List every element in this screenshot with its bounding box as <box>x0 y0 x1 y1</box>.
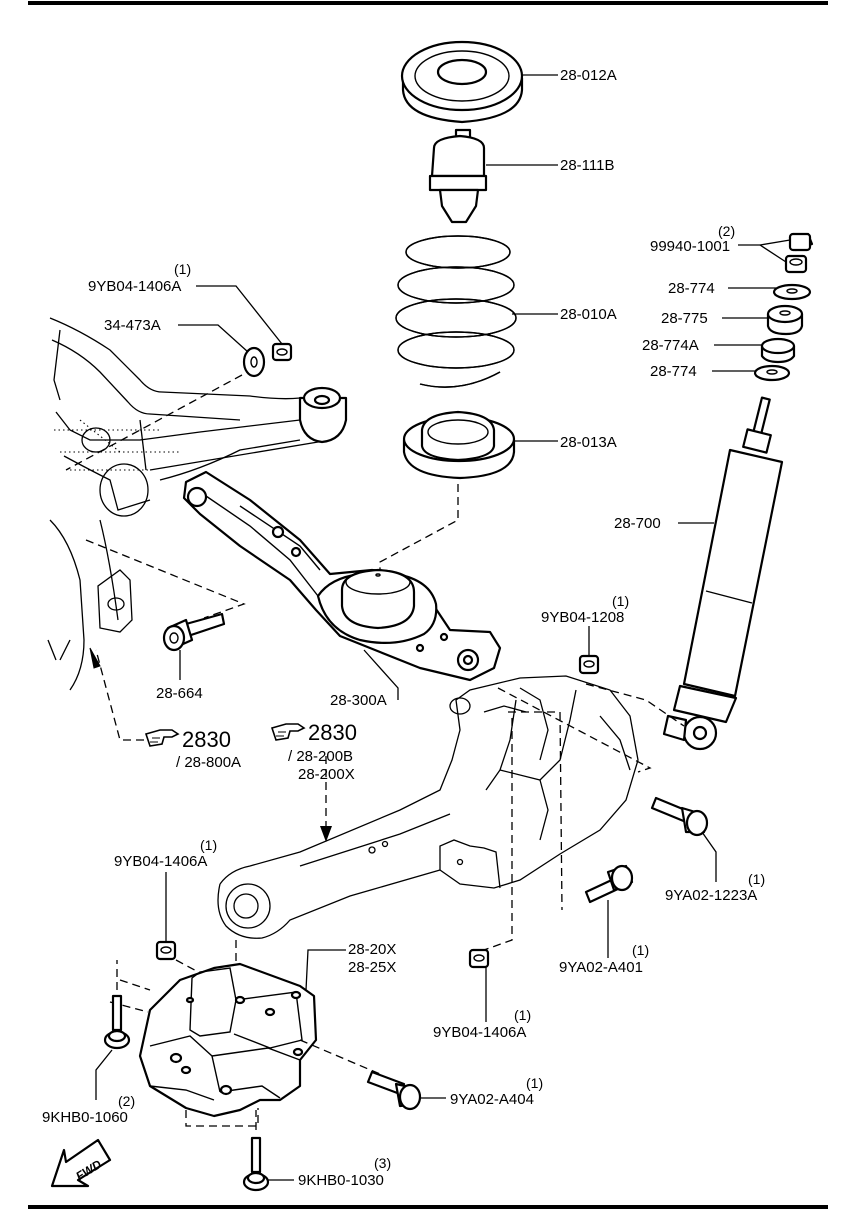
washer-left-part <box>242 346 266 378</box>
label-bolt-a404: 9YA02-A404 <box>450 1091 534 1108</box>
ref-sub-1: / 28-800A <box>176 754 241 771</box>
nut-1208-part <box>578 654 600 675</box>
bolt-1030-part <box>242 1136 270 1192</box>
nut-mid-part <box>468 948 490 969</box>
bump-stop-part <box>428 128 488 224</box>
label-nut-mid-qty: (1) <box>514 1007 531 1023</box>
nut-lower-left-part <box>155 940 177 961</box>
label-bolt-a401: 9YA02-A401 <box>559 959 643 976</box>
shock-absorber-part <box>662 396 784 751</box>
trailing-arm-ghost <box>217 675 639 939</box>
label-shock: 28-700 <box>614 515 661 532</box>
label-nuts: 99940-1001 <box>650 238 730 255</box>
label-nuts-qty: (2) <box>718 223 735 239</box>
label-nut-mid: 9YB04-1406A <box>433 1024 526 1041</box>
label-bolt-1060-qty: (2) <box>118 1093 135 1109</box>
pointing-hand-icon <box>144 729 180 747</box>
subframe-ghost <box>47 317 331 691</box>
upper-bushing-part <box>298 386 348 444</box>
bushing-part <box>766 304 804 336</box>
label-nut-1208-qty: (1) <box>612 593 629 609</box>
label-washer-bottom: 28-774 <box>650 363 697 380</box>
label-nut-lower-left: 9YB04-1406A <box>114 853 207 870</box>
bolt-1223-part <box>650 796 709 837</box>
label-bushing: 28-775 <box>661 310 708 327</box>
label-washer-mid: 28-774A <box>642 337 699 354</box>
nut-left-top-part <box>271 342 293 362</box>
label-bolt-1060: 9KHB0-1060 <box>42 1109 128 1126</box>
label-bracket-a: 28-20X <box>348 941 396 958</box>
label-nut-left-top: 9YB04-1406A <box>88 278 181 295</box>
label-washer-top: 28-774 <box>668 280 715 297</box>
mount-bracket-part <box>138 962 318 1118</box>
ref-number-2: 2830 <box>308 720 357 745</box>
bolt-a404-part <box>366 1070 422 1111</box>
label-nut-lower-left-qty: (1) <box>200 837 217 853</box>
spring-seat-part <box>402 410 516 480</box>
lower-arm-part <box>182 470 502 682</box>
label-bracket-b: 28-25X <box>348 959 396 976</box>
top-mount-part <box>400 40 524 124</box>
washer-mid-part <box>760 337 796 364</box>
label-nut-left-top-qty: (1) <box>174 261 191 277</box>
label-bolt-1030: 9KHB0-1030 <box>298 1172 384 1189</box>
bolt-a401-part <box>584 864 634 904</box>
label-top-mount: 28-012A <box>560 67 617 84</box>
bolt-28-664-part <box>162 612 226 652</box>
label-bolt-1030-qty: (3) <box>374 1155 391 1171</box>
label-bolt-arm: 28-664 <box>156 685 203 702</box>
label-spring-seat: 28-013A <box>560 434 617 451</box>
bolt-1060-part <box>103 994 131 1050</box>
label-bolt-a401-qty: (1) <box>632 942 649 958</box>
label-washer-left: 34-473A <box>104 317 161 334</box>
label-lower-arm: 28-300A <box>330 692 387 709</box>
washer-top-part <box>772 283 812 301</box>
label-bolt-1223: 9YA02-1223A <box>665 887 757 904</box>
label-bolt-a404-qty: (1) <box>526 1075 543 1091</box>
shock-nuts-part <box>784 232 814 274</box>
label-bolt-1223-qty: (1) <box>748 871 765 887</box>
washer-bottom-part <box>753 364 791 382</box>
label-bump-stop: 28-111B <box>560 157 615 174</box>
coil-spring-part <box>395 235 517 388</box>
fwd-arrow-icon: FWD <box>50 1138 112 1188</box>
ref-number-1: 2830 <box>182 727 231 752</box>
label-coil-spring: 28-010A <box>560 306 617 323</box>
pointing-hand-icon <box>270 723 306 741</box>
label-nut-1208: 9YB04-1208 <box>541 609 624 626</box>
ref-sub-2b: 28-200X <box>298 766 355 783</box>
ref-sub-2a: / 28-200B <box>288 748 353 765</box>
